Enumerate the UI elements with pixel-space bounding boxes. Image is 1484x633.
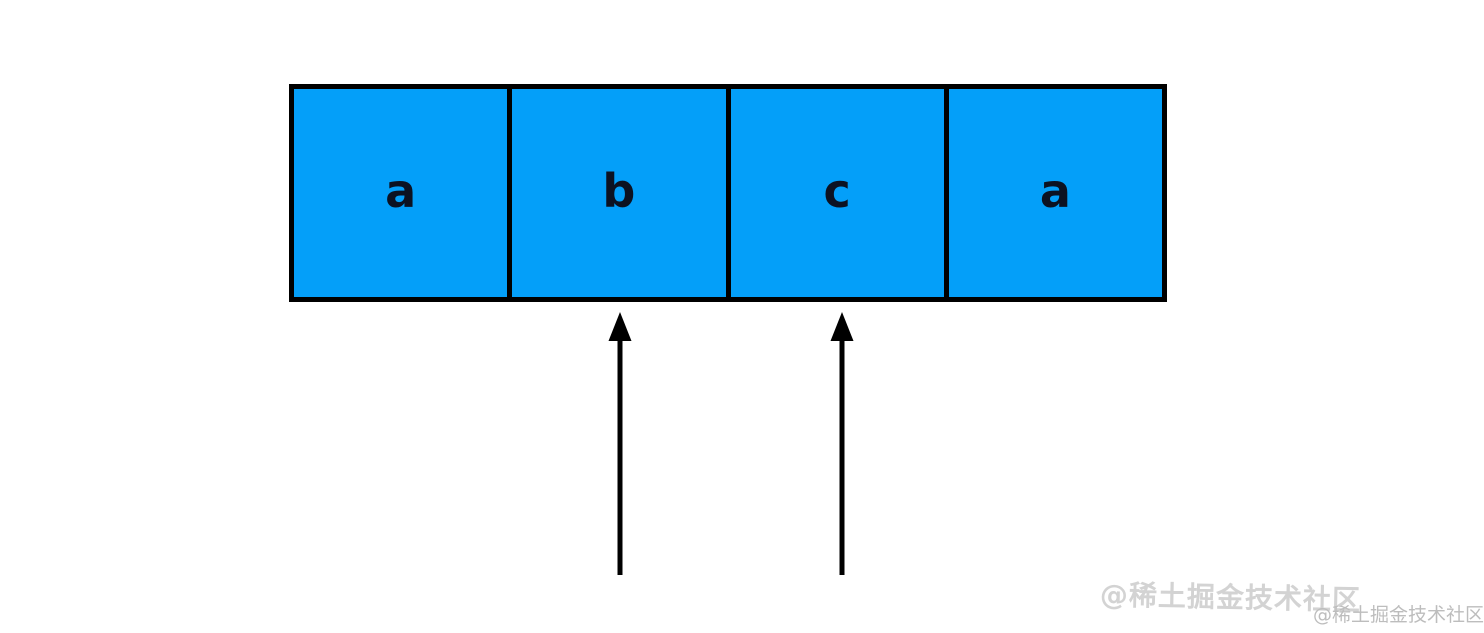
cell-label-b: b xyxy=(602,164,636,218)
array-cell-0: a xyxy=(294,89,508,297)
array-cell-3: a xyxy=(948,89,1162,297)
watermark-small: @稀土掘金技术社区 xyxy=(1313,604,1484,626)
cell-label-a1: a xyxy=(385,164,417,218)
cell-label-c: c xyxy=(823,164,851,218)
up-arrow-to-b xyxy=(608,312,632,575)
up-arrow-to-c xyxy=(830,312,854,575)
array-cell-2: c xyxy=(730,89,944,297)
cell-label-a2: a xyxy=(1039,164,1071,218)
array-box-row: a b c a xyxy=(289,84,1167,302)
array-cell-1: b xyxy=(512,89,726,297)
